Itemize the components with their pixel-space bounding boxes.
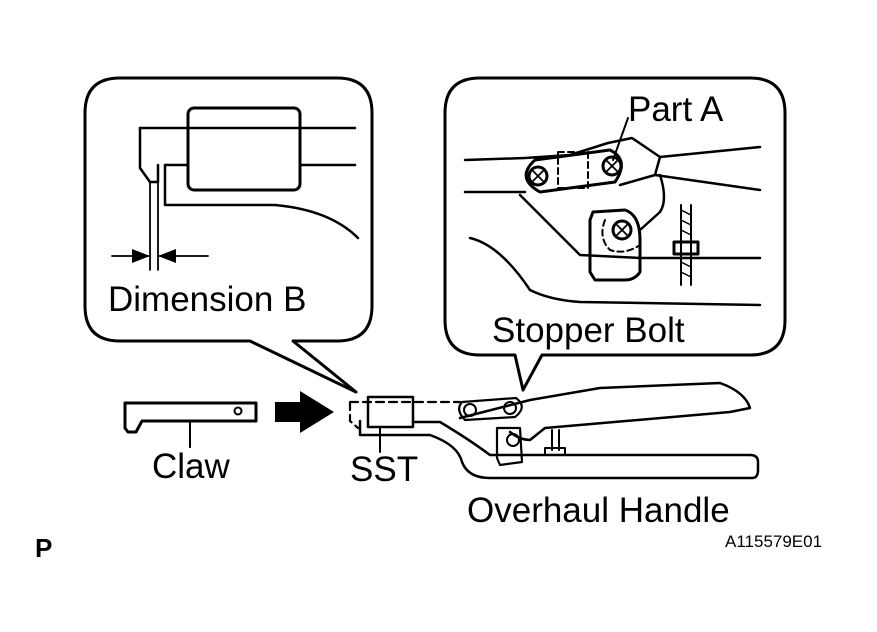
- view-code-label: P: [35, 533, 52, 563]
- insert-arrow: [275, 391, 334, 433]
- overhaul-handle-label: Overhaul Handle: [467, 491, 730, 530]
- sst-label: SST: [350, 450, 418, 489]
- leader-lines: [189, 117, 629, 448]
- overhaul-handle-assembly: [348, 381, 760, 480]
- dimension-b-label: Dimension B: [108, 280, 306, 319]
- part-a-label: Part A: [628, 90, 724, 129]
- stopper-bolt-label: Stopper Bolt: [492, 311, 685, 350]
- dimension-b-callout: [83, 76, 374, 394]
- claw-part: [123, 401, 258, 448]
- claw-label: Claw: [152, 447, 231, 486]
- figure-id-label: A115579E01: [725, 532, 822, 551]
- stopper-bolt-callout: [443, 76, 787, 392]
